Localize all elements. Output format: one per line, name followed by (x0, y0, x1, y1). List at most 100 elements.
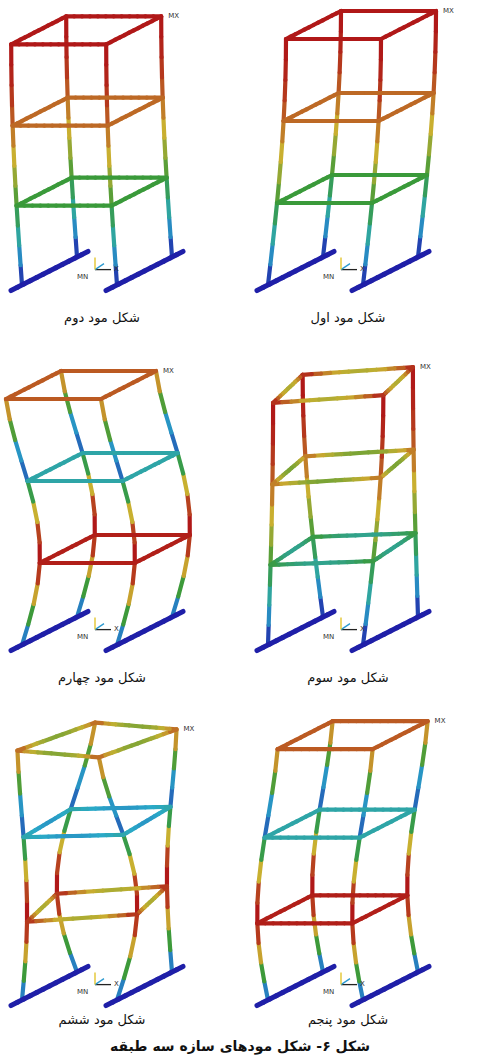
frame-member (311, 517, 313, 537)
frame-member (312, 854, 313, 875)
frame-member (407, 854, 408, 875)
axis-triad (341, 984, 357, 985)
frame-member (106, 146, 111, 166)
frame-member (411, 388, 415, 409)
frame-member (271, 403, 275, 423)
frame-member (423, 611, 429, 614)
axis-triad (341, 979, 350, 985)
frame-member (319, 953, 323, 972)
frame-member (354, 943, 356, 962)
axis-triad (95, 264, 104, 270)
frame-member (170, 950, 172, 972)
frame-member (354, 860, 357, 882)
frame-member (301, 416, 306, 436)
frame-member (378, 60, 383, 81)
max-marker: MX (168, 12, 179, 20)
axis-triad (341, 269, 357, 270)
frame-member (365, 244, 367, 265)
frame-member (17, 203, 22, 205)
frame-member (104, 85, 109, 105)
frame-member (337, 93, 338, 114)
frame-member (415, 575, 420, 596)
frame-member (423, 251, 429, 254)
frame-member (168, 826, 169, 846)
frame-member (61, 371, 65, 392)
frame-member (271, 423, 275, 443)
frame-member (366, 603, 369, 624)
frame-member (268, 565, 273, 585)
frame-member (265, 815, 269, 837)
frame-member (25, 942, 26, 962)
frame-member (368, 582, 371, 603)
frame-member (159, 57, 164, 77)
axis-triad (95, 624, 104, 630)
frame-member (161, 118, 166, 138)
frame-member (257, 882, 258, 903)
frame-member (270, 484, 275, 504)
frame-member (24, 961, 26, 980)
frame-member (432, 93, 433, 114)
frame-member (368, 224, 370, 245)
frame-member (69, 138, 70, 158)
frame-member (374, 162, 376, 183)
frame-member (175, 729, 176, 749)
frame-member (272, 771, 275, 793)
frame-member (356, 838, 359, 860)
frame-member (269, 525, 274, 545)
frame-member (168, 907, 169, 928)
frame-mode-shape (257, 721, 429, 1005)
frame-member (17, 206, 18, 226)
frame-member (271, 563, 275, 565)
frame-member (339, 73, 340, 94)
axis-triad (341, 629, 357, 630)
frame-member (270, 505, 275, 525)
frame-member (165, 158, 166, 178)
frame-member (104, 44, 108, 64)
frame-member (160, 77, 165, 97)
frame-member (112, 206, 113, 226)
frame-member (82, 611, 88, 614)
frame-member (110, 440, 116, 461)
frame-member (304, 436, 305, 456)
frame-member (407, 895, 408, 915)
mode-caption: شکل مود چهارم (58, 670, 146, 685)
frame-member (60, 831, 65, 852)
frame-member (314, 832, 317, 854)
frame-member (20, 794, 22, 816)
frame-member (159, 37, 163, 57)
frame-member (19, 245, 20, 265)
frame-member (71, 787, 78, 809)
frame-member (133, 563, 135, 584)
frame-member (411, 367, 415, 388)
frame-member (272, 482, 275, 484)
axis-triad (94, 973, 95, 985)
frame-member (275, 749, 277, 771)
frame-member (413, 512, 418, 533)
frame-member (427, 155, 429, 176)
frame-member (114, 245, 115, 265)
frame-member (259, 860, 262, 882)
frame-member (414, 953, 418, 972)
frame-member (99, 757, 103, 777)
frame-member (261, 963, 264, 982)
axis-triad (340, 258, 341, 270)
axis-triad (341, 264, 350, 270)
frame-member (116, 461, 122, 482)
frame-member (11, 146, 16, 166)
frame-member (323, 765, 327, 787)
frame-member (38, 563, 40, 584)
frame-member (310, 875, 314, 896)
frame-member (267, 585, 272, 605)
mode-caption: شکل مود اول (311, 310, 386, 325)
frame-member (352, 882, 353, 903)
min-marker: MN (77, 273, 88, 281)
frame-member (379, 478, 380, 499)
frame-member (124, 957, 130, 979)
frame-member (101, 399, 105, 420)
mode-caption: شکل مود ششم (59, 1012, 146, 1027)
max-marker: MX (163, 367, 174, 375)
mode-caption: شکل مود دوم (64, 310, 140, 325)
frame-member (188, 515, 192, 536)
frame-member (59, 914, 64, 934)
frame-member (76, 433, 82, 454)
